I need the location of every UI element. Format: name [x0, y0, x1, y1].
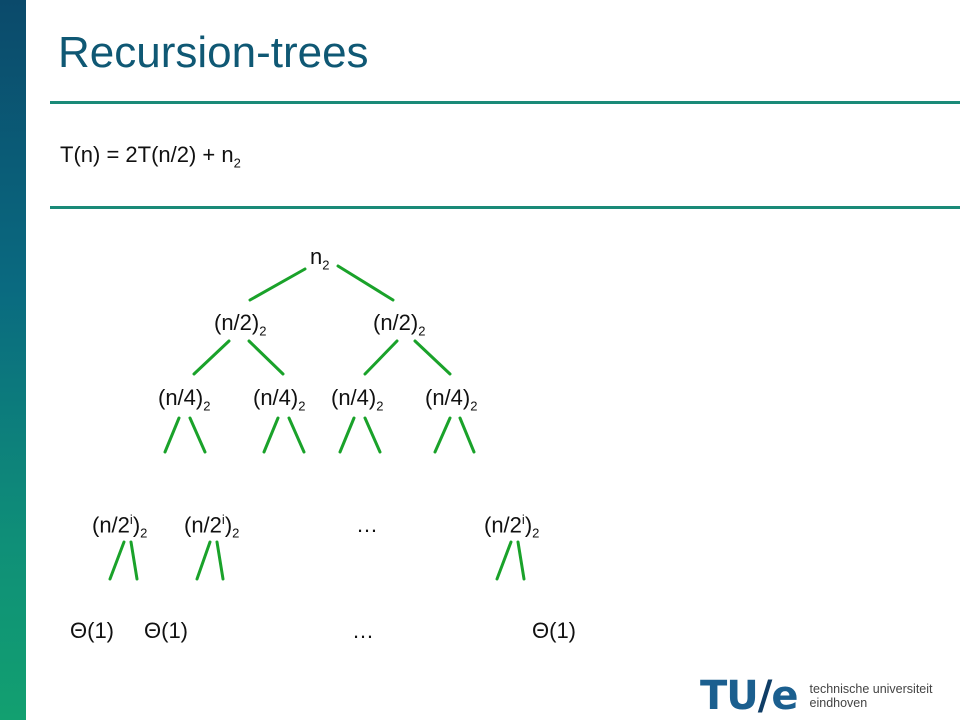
tree-edge — [495, 540, 513, 581]
node-base: (n/2 — [92, 512, 130, 538]
logo-slash: / — [757, 673, 773, 719]
tue-logo-mark: TU/e — [700, 673, 799, 719]
tree-edge — [363, 416, 382, 454]
tree-edge — [413, 339, 452, 376]
node-base: (n/4) — [158, 385, 204, 410]
node-exponent: 2 — [322, 257, 330, 273]
tree-node-level-i: (n/2i)2 — [92, 512, 147, 541]
node-base: (n/2) — [373, 310, 419, 335]
tree-edge — [129, 540, 139, 581]
tree-leaf: Θ(1) — [70, 618, 114, 643]
tree-node-level2: (n/4)2 — [425, 385, 477, 413]
node-superscript: i — [129, 512, 133, 527]
node-exponent: 2 — [140, 525, 148, 541]
node-exponent: 2 — [203, 398, 211, 414]
tree-edge — [215, 540, 225, 581]
node-exponent: 2 — [532, 525, 540, 541]
tree-edge — [188, 416, 207, 454]
tree-node-level1: (n/2)2 — [214, 310, 266, 338]
node-base: n — [310, 244, 323, 269]
node-exponent: 2 — [298, 398, 306, 414]
tree-ellipsis: … — [352, 618, 374, 643]
tree-edge — [262, 416, 280, 454]
node-superscript: i — [221, 512, 225, 527]
node-exponent: 2 — [232, 525, 240, 541]
tree-leaf: Θ(1) — [532, 618, 576, 643]
node-close: ) — [224, 512, 233, 538]
node-base: (n/4) — [425, 385, 471, 410]
logo-letters: TU — [700, 673, 759, 719]
formula-divider — [50, 206, 960, 209]
tree-edge — [163, 416, 181, 454]
node-close: ) — [132, 512, 141, 538]
sidebar-accent-bar — [0, 0, 26, 720]
tree-leaf: Θ(1) — [144, 618, 188, 643]
tree-edge — [108, 540, 126, 581]
university-name: technische universiteit eindhoven — [809, 682, 933, 710]
tree-node-level2: (n/4)2 — [331, 385, 383, 413]
tree-edge — [248, 267, 307, 302]
tree-edge — [516, 540, 526, 581]
tree-node-level-i: (n/2i)2 — [184, 512, 239, 541]
tree-node-root: n2 — [310, 244, 329, 272]
node-exponent: 2 — [259, 323, 267, 339]
logo-letter-e: e — [771, 673, 798, 719]
node-base: (n/2 — [484, 512, 522, 538]
tree-edge — [433, 416, 452, 454]
node-base: (n/2) — [214, 310, 260, 335]
tree-edge — [336, 264, 395, 302]
node-exponent: 2 — [470, 398, 478, 414]
tree-edge — [247, 339, 285, 376]
tree-edge — [195, 540, 212, 581]
node-base: (n/4) — [331, 385, 377, 410]
recurrence-exponent: 2 — [233, 155, 241, 171]
node-exponent: 2 — [418, 323, 426, 339]
node-base: (n/4) — [253, 385, 299, 410]
tree-edge — [363, 339, 399, 376]
tree-node-level1: (n/2)2 — [373, 310, 425, 338]
recurrence-text: T(n) = 2T(n/2) + n — [60, 142, 234, 167]
tree-edge — [338, 416, 356, 454]
tree-ellipsis: … — [356, 512, 378, 537]
tree-edge — [458, 416, 476, 454]
node-base: (n/2 — [184, 512, 222, 538]
tue-logo: TU/e technische universiteit eindhoven — [700, 676, 960, 716]
node-exponent: 2 — [376, 398, 384, 414]
tree-node-level-i: (n/2i)2 — [484, 512, 539, 541]
tree-edge — [287, 416, 306, 454]
tree-edge — [192, 339, 231, 376]
tree-node-level2: (n/4)2 — [158, 385, 210, 413]
node-superscript: i — [521, 512, 525, 527]
tree-node-level2: (n/4)2 — [253, 385, 305, 413]
recurrence-formula: T(n) = 2T(n/2) + n2 — [60, 142, 241, 170]
title-divider — [50, 101, 960, 104]
slide-title: Recursion-trees — [58, 28, 369, 77]
node-close: ) — [524, 512, 533, 538]
